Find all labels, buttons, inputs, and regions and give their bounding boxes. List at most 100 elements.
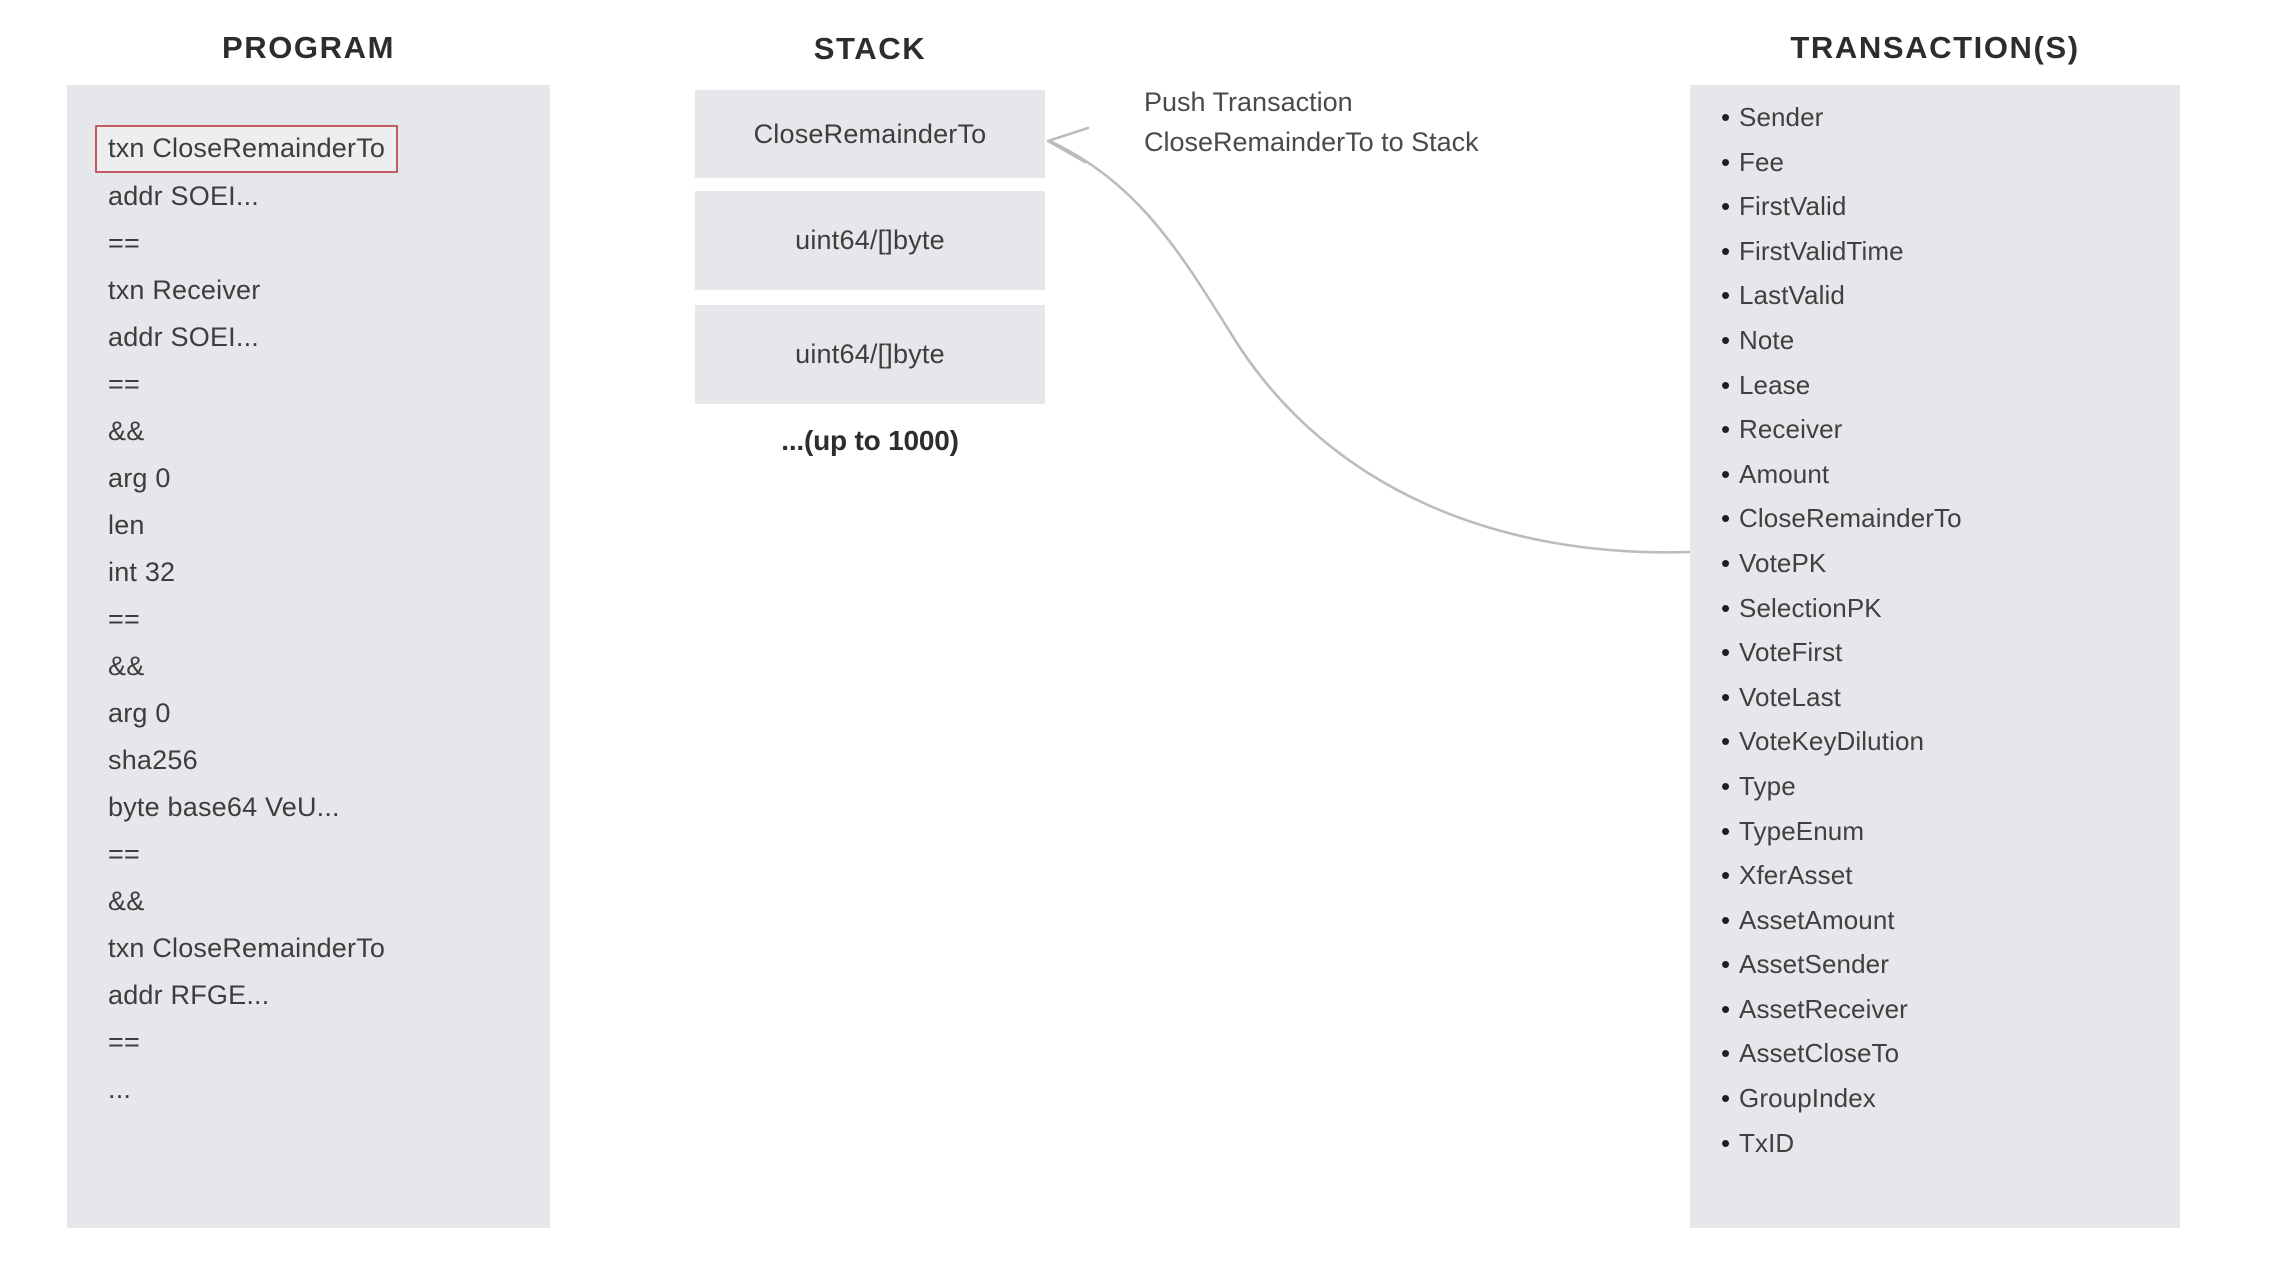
transaction-field-label: VoteFirst xyxy=(1739,637,1843,668)
transaction-field-label: FirstValidTime xyxy=(1739,235,1904,266)
program-line-highlighted-wrapper: txn CloseRemainderTo xyxy=(95,124,540,173)
program-panel: txn CloseRemainderTo addr SOEI... == txn… xyxy=(67,85,550,1228)
bullet-icon: • xyxy=(1721,904,1731,935)
program-line: txn CloseRemainderTo xyxy=(108,933,386,963)
transaction-field-label: FirstValid xyxy=(1739,191,1847,222)
bullet-icon: • xyxy=(1721,102,1731,132)
list-item: • VotePK xyxy=(1721,548,2170,593)
list-item-close-remainder-to: • CloseRemainderTo xyxy=(1721,503,2170,548)
bullet-icon: • xyxy=(1721,280,1731,311)
push-transaction-annotation: Push Transaction CloseRemainderTo to Sta… xyxy=(1144,82,1479,162)
annotation-line-1: Push Transaction xyxy=(1144,87,1353,117)
arrow-curve xyxy=(1050,140,1692,554)
bullet-icon: • xyxy=(1721,637,1731,668)
list-item: • LastValid xyxy=(1721,280,2170,325)
stack-cell-label: CloseRemainderTo xyxy=(753,118,987,149)
list-item: • Fee xyxy=(1721,147,2170,192)
bullet-icon: • xyxy=(1721,503,1731,534)
transaction-field-label: Receiver xyxy=(1739,414,1843,445)
bullet-icon: • xyxy=(1721,681,1731,712)
bullet-icon: • xyxy=(1721,146,1731,177)
transaction-field-label: GroupIndex xyxy=(1739,1083,1876,1114)
list-item: •GroupIndex xyxy=(1721,1083,2170,1128)
list-item: • Sender xyxy=(1721,102,2170,147)
transaction-field-label: Fee xyxy=(1739,146,1785,177)
transaction-field-label: VoteLast xyxy=(1739,681,1841,712)
list-item: •AssetCloseTo xyxy=(1721,1038,2170,1083)
program-line: && xyxy=(108,886,145,916)
program-line: == xyxy=(108,839,140,869)
bullet-icon: • xyxy=(1721,1127,1731,1158)
transaction-field-label: Lease xyxy=(1739,369,1811,400)
list-item: • XferAsset xyxy=(1721,860,2170,905)
list-item: • SelectionPK xyxy=(1721,593,2170,638)
bullet-icon: • xyxy=(1721,770,1731,801)
stack-cell: uint64/[]byte xyxy=(695,305,1045,404)
bullet-icon: • xyxy=(1721,592,1731,623)
transaction-field-label: VotePK xyxy=(1739,547,1827,578)
list-item: • TypeEnum xyxy=(1721,816,2170,861)
transaction-field-label: XferAsset xyxy=(1739,860,1853,891)
program-line: int 32 xyxy=(108,557,176,587)
transaction-field-label: CloseRemainderTo xyxy=(1739,503,1962,534)
push-transaction-arrow xyxy=(1046,126,1692,554)
program-line: sha256 xyxy=(108,745,198,775)
program-line: txn Receiver xyxy=(108,275,261,305)
program-line: == xyxy=(108,369,140,399)
bullet-icon: • xyxy=(1721,369,1731,400)
program-column-heading: PROGRAM xyxy=(221,30,396,65)
program-line: byte base64 VeU... xyxy=(108,792,340,822)
program-line: ... xyxy=(108,1074,132,1104)
transaction-field-label: TypeEnum xyxy=(1739,815,1865,846)
list-item: • Type xyxy=(1721,771,2170,816)
program-line: == xyxy=(108,228,140,258)
bullet-icon: • xyxy=(1721,860,1731,891)
stack-cell-label: uint64/[]byte xyxy=(795,225,945,255)
program-line: arg 0 xyxy=(108,698,171,728)
annotation-line-2: CloseRemainderTo to Stack xyxy=(1144,127,1479,157)
list-item: • FirstValid xyxy=(1721,191,2170,236)
transaction-field-label: SelectionPK xyxy=(1739,592,1882,623)
transaction-field-label: AssetSender xyxy=(1739,949,1889,980)
program-line: addr SOEI... xyxy=(108,322,259,352)
transaction-field-label: AssetReceiver xyxy=(1739,993,1908,1024)
bullet-icon: • xyxy=(1721,1038,1731,1069)
list-item: •Note xyxy=(1721,325,2170,370)
list-item: • TxID xyxy=(1721,1128,2170,1173)
arrow-head-icon xyxy=(1046,126,1090,164)
transactions-panel: • Sender • Fee • FirstValid • FirstValidTime… xyxy=(1690,85,2180,1228)
transaction-field-label: AssetAmount xyxy=(1739,904,1895,935)
program-line: addr SOEI... xyxy=(108,181,259,211)
transaction-field-label: TxID xyxy=(1739,1127,1795,1158)
program-line: arg 0 xyxy=(108,463,171,493)
program-line: && xyxy=(108,651,145,681)
program-line: && xyxy=(108,416,145,446)
stack-cell-label: uint64/[]byte xyxy=(795,339,945,369)
bullet-icon: • xyxy=(1721,235,1731,266)
list-item: • VoteLast xyxy=(1721,682,2170,727)
transactions-column-heading: TRANSACTION(S) xyxy=(1790,30,2080,65)
list-item: • FirstValidTime xyxy=(1721,236,2170,281)
bullet-icon: • xyxy=(1721,815,1731,846)
program-line: == xyxy=(108,604,140,634)
transaction-field-label: Type xyxy=(1739,770,1796,801)
transaction-field-label: Amount xyxy=(1739,458,1830,489)
program-line: len xyxy=(108,510,145,540)
stack-cell: uint64/[]byte xyxy=(695,191,1045,290)
bullet-icon: • xyxy=(1721,191,1731,222)
bullet-icon: • xyxy=(1721,949,1731,980)
program-line: addr RFGE... xyxy=(108,980,270,1010)
bullet-icon: • xyxy=(1721,726,1731,757)
list-item: • AssetReceiver xyxy=(1721,994,2170,1039)
transaction-field-label: Sender xyxy=(1739,102,1824,132)
program-instruction-list: txn CloseRemainderTo addr SOEI... == txn… xyxy=(95,124,540,1113)
bullet-icon: • xyxy=(1721,414,1731,445)
list-item: •Amount xyxy=(1721,459,2170,504)
bullet-icon: • xyxy=(1721,993,1731,1024)
transaction-field-label: LastValid xyxy=(1739,280,1845,311)
bullet-icon: • xyxy=(1721,547,1731,578)
program-line-highlighted[interactable]: txn CloseRemainderTo xyxy=(95,125,399,173)
transaction-field-list: • Sender • Fee • FirstValid • FirstValidTime… xyxy=(1721,102,2170,1172)
list-item: • Receiver xyxy=(1721,414,2170,459)
